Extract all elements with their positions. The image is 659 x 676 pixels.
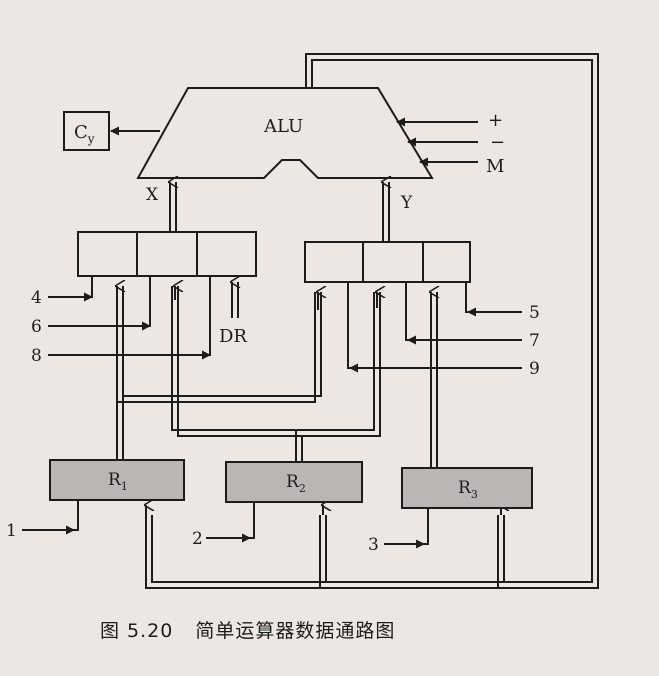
register-r1-label: R1 <box>108 470 128 493</box>
signal-3-line <box>384 508 429 545</box>
carry-flag-label: Cy <box>74 122 95 146</box>
y-input-label: Y <box>400 193 413 213</box>
signal-5-line <box>465 282 522 313</box>
signal-6-line <box>48 276 151 327</box>
signal-1-line <box>22 500 79 531</box>
signal-3-label: 3 <box>368 535 379 555</box>
signal-8-label: 8 <box>31 346 42 366</box>
plus-control-label: + <box>488 110 503 131</box>
minus-control-label: − <box>490 132 505 153</box>
register-r3-label: R3 <box>458 478 478 501</box>
signal-5-label: 5 <box>529 303 540 323</box>
signal-9-label: 9 <box>529 359 540 379</box>
signal-1-label: 1 <box>6 521 17 541</box>
register-r1 <box>49 459 185 501</box>
signal-6-label: 6 <box>31 317 42 337</box>
signal-7-label: 7 <box>529 331 540 351</box>
register-r3 <box>401 467 533 509</box>
dr-label: DR <box>219 326 247 347</box>
left-input-selector <box>77 231 257 277</box>
register-r2 <box>225 461 363 503</box>
alu-output-bus <box>145 53 599 589</box>
signal-4-line <box>48 276 93 298</box>
register-r2-label: R2 <box>286 472 306 495</box>
alu-label: ALU <box>263 116 303 137</box>
r2-to-left-line <box>171 286 297 462</box>
signal-8-line <box>48 276 211 356</box>
x-input-label: X <box>146 185 159 205</box>
signal-2-line <box>206 502 255 539</box>
right-input-selector <box>304 241 471 283</box>
figure-caption: 图 5.20 简单运算器数据通路图 <box>100 616 417 643</box>
carry-flag-box <box>63 111 110 151</box>
signal-4-label: 4 <box>31 288 42 308</box>
r2-to-right-line <box>302 292 381 437</box>
signal-2-label: 2 <box>192 529 203 549</box>
mode-control-label: M <box>486 156 504 177</box>
figure-number: 图 5.20 <box>100 620 174 642</box>
figure-title: 简单运算器数据通路图 <box>195 620 396 642</box>
